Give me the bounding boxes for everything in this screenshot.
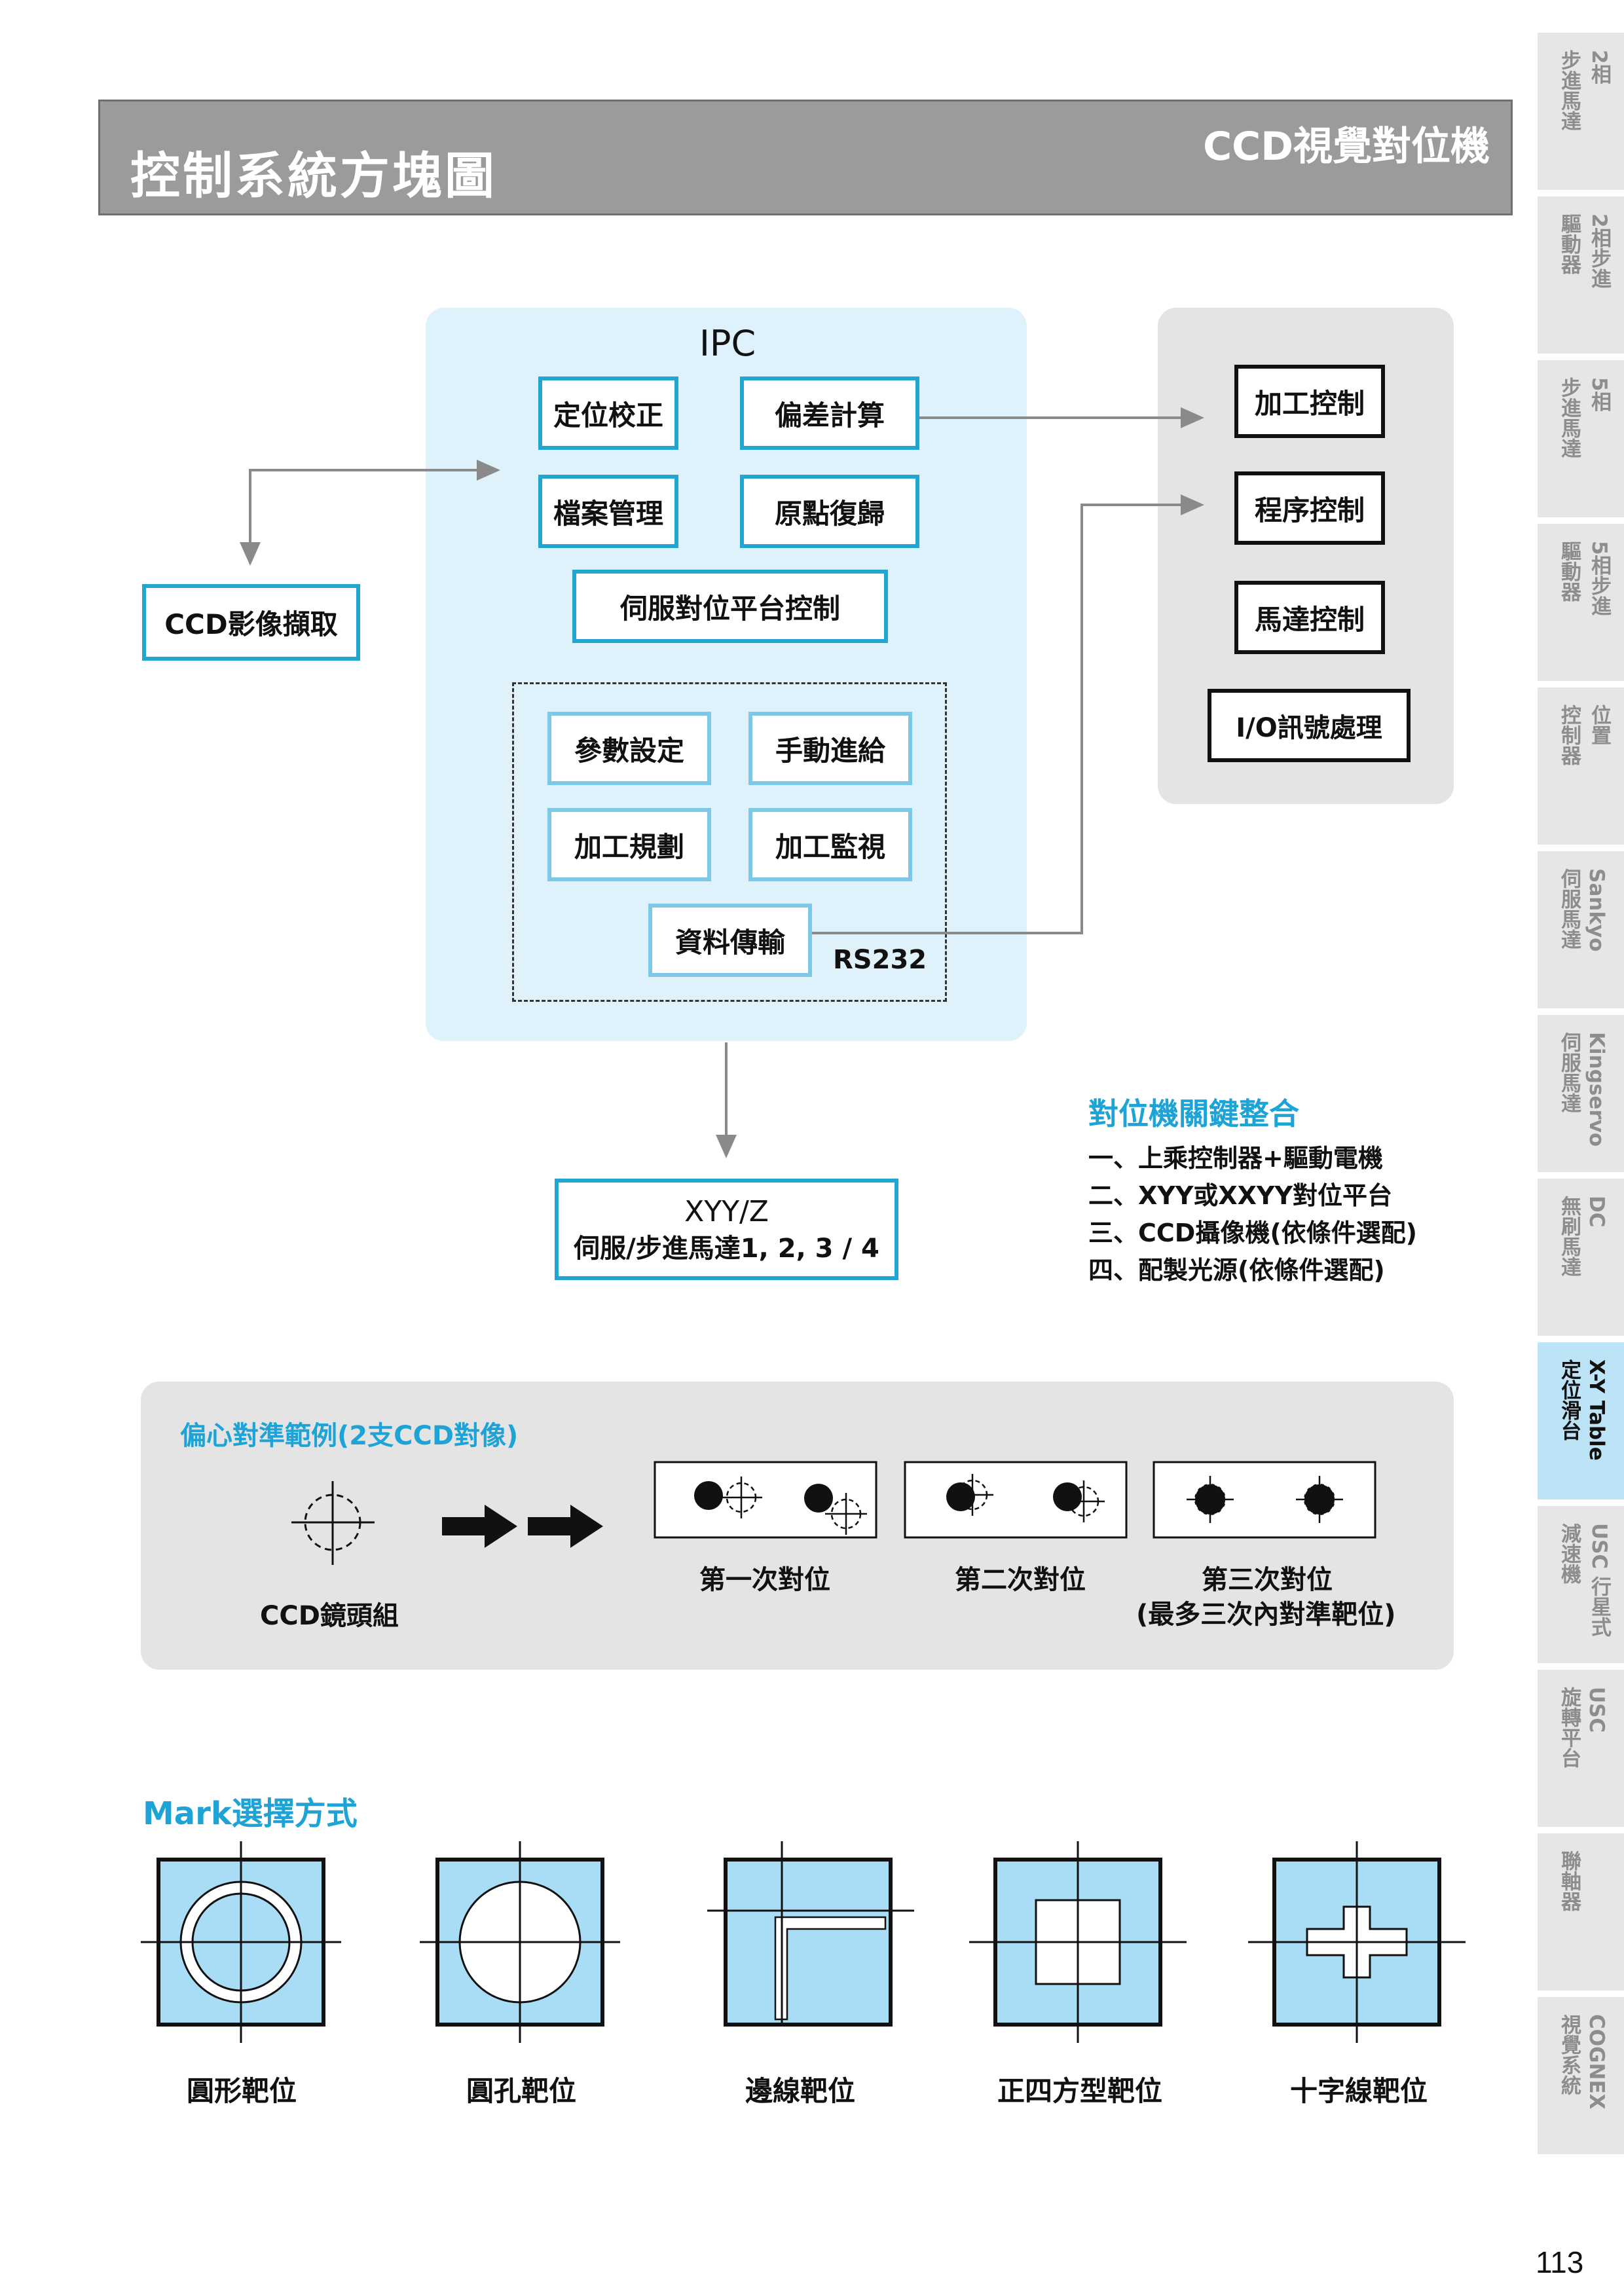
mark-label-cross: 十字線靶位	[1290, 2075, 1428, 2107]
manual-feed-box: 手動進給	[748, 712, 912, 785]
servo-platform-box: 伺服對位平台控制	[572, 570, 888, 643]
side-tab-line2: 步進馬達	[1557, 377, 1581, 458]
xyz-subtitle: 伺服/步進馬達1, 2, 3 / 4	[574, 1234, 879, 1264]
side-tab-line2: 視覺系統	[1557, 2014, 1581, 2095]
positioning-calibration-box: 定位校正	[538, 376, 678, 450]
mark-label-edge: 邊線靶位	[745, 2075, 856, 2107]
side-tab-line2: 伺服馬達	[1557, 868, 1581, 949]
side-tab[interactable]: 2相步進馬達	[1538, 33, 1624, 193]
ipc-title: IPC	[699, 323, 756, 364]
mark-label-hole: 圓孔靶位	[466, 2075, 577, 2107]
cross-mark-icon	[1248, 1841, 1466, 2043]
page-number: 113	[1536, 2245, 1584, 2279]
integration-title: 對位機關鍵整合	[1088, 1096, 1299, 1131]
second-alignment-label: 第二次對位	[955, 1565, 1086, 1595]
side-tab-line2: 旋轉平台	[1557, 1687, 1581, 1768]
side-tab-line1: USC 行星式	[1587, 1523, 1611, 1638]
xyz-motor-box: XYY/Z 伺服/步進馬達1, 2, 3 / 4	[555, 1179, 898, 1280]
page-subtitle: CCD視覺對位機	[1203, 124, 1490, 170]
origin-return-box: 原點復歸	[740, 475, 919, 548]
third-alignment-note: (最多三次內對準靶位)	[1136, 1600, 1396, 1630]
file-management-box: 檔案管理	[538, 475, 678, 548]
side-tab[interactable]: 5相步進驅動器	[1538, 524, 1624, 684]
mark-label-square: 正四方型靶位	[997, 2075, 1163, 2107]
mark-label-circle: 圓形靶位	[187, 2075, 297, 2107]
side-tab-line2: 步進馬達	[1557, 50, 1581, 131]
side-tab[interactable]: 2相步進驅動器	[1538, 196, 1624, 357]
integration-item: 四、配製光源(依條件選配)	[1088, 1256, 1385, 1285]
first-alignment-label: 第一次對位	[699, 1565, 830, 1595]
side-tab-line2: 伺服馬達	[1557, 1032, 1581, 1113]
side-tab-line2: 聯軸器	[1557, 1850, 1581, 1911]
side-tab-line1: Kingservo	[1585, 1032, 1608, 1147]
eccentric-title: 偏心對準範例(2支CCD對像)	[180, 1421, 519, 1451]
side-tab[interactable]: 聯軸器	[1538, 1833, 1624, 1994]
page-title: 控制系統方塊圖	[130, 147, 497, 205]
side-tab-line1: 5相步進	[1587, 541, 1611, 616]
page-header: 控制系統方塊圖 CCD視覺對位機	[98, 100, 1513, 215]
square-mark-icon	[969, 1841, 1187, 2043]
side-tab-line2: 定位滑台	[1557, 1359, 1581, 1441]
side-tab-line2: 減速機	[1557, 1523, 1581, 1584]
machining-monitor-box: 加工監視	[748, 808, 912, 881]
edge-mark-icon	[707, 1841, 914, 2027]
xyz-title: XYY/Z	[684, 1194, 769, 1228]
side-tab-line1: 5相	[1587, 377, 1611, 412]
side-tab-line1: 2相步進	[1587, 213, 1611, 289]
machining-plan-box: 加工規劃	[547, 808, 711, 881]
arrow-ipc-to-ccd	[240, 469, 367, 566]
side-tab-line1: DC	[1585, 1196, 1608, 1228]
side-tab-line2: 驅動器	[1557, 213, 1581, 274]
side-tab-line1: 位置	[1587, 705, 1611, 745]
side-tab-line1: X-Y Table	[1585, 1359, 1608, 1461]
program-control-box: 程序控制	[1234, 471, 1385, 545]
integration-item: 二、XYY或XXYY對位平台	[1088, 1181, 1392, 1210]
data-transfer-box: 資料傳輸	[648, 904, 812, 977]
circle-mark-icon	[141, 1841, 341, 2043]
side-tab-line1: Sankyo	[1585, 868, 1608, 952]
side-tab-line1: 2相	[1587, 50, 1611, 84]
side-tab-line1: USC	[1585, 1687, 1608, 1733]
side-tab[interactable]: 位置控制器	[1538, 688, 1624, 848]
integration-item: 三、CCD攝像機(依條件選配)	[1088, 1219, 1418, 1247]
io-processing-box: I/O訊號處理	[1208, 689, 1411, 762]
ccd-lens-label: CCD鏡頭組	[260, 1601, 399, 1631]
side-tab[interactable]: 5相步進馬達	[1538, 360, 1624, 521]
ccd-capture-box: CCD影像擷取	[142, 584, 360, 661]
machining-control-box: 加工控制	[1234, 365, 1385, 438]
rs232-label: RS232	[833, 945, 927, 975]
side-tab-line2: 驅動器	[1557, 541, 1581, 602]
third-alignment-label: 第三次對位	[1202, 1565, 1333, 1595]
side-tab-line2: 控制器	[1557, 705, 1581, 765]
deviation-calc-box: 偏差計算	[740, 376, 919, 450]
parameter-setting-box: 參數設定	[547, 712, 711, 785]
side-tab[interactable]: USC 行星式減速機	[1538, 1506, 1624, 1666]
side-tab-line1: COGNEX	[1585, 2014, 1608, 2110]
side-tab-line2: 無刷馬達	[1557, 1196, 1581, 1277]
integration-item: 一、上乘控制器+驅動電機	[1088, 1144, 1383, 1173]
motor-control-box: 馬達控制	[1234, 581, 1385, 654]
mark-title: Mark選擇方式	[143, 1795, 358, 1832]
hole-mark-icon	[420, 1841, 620, 2043]
